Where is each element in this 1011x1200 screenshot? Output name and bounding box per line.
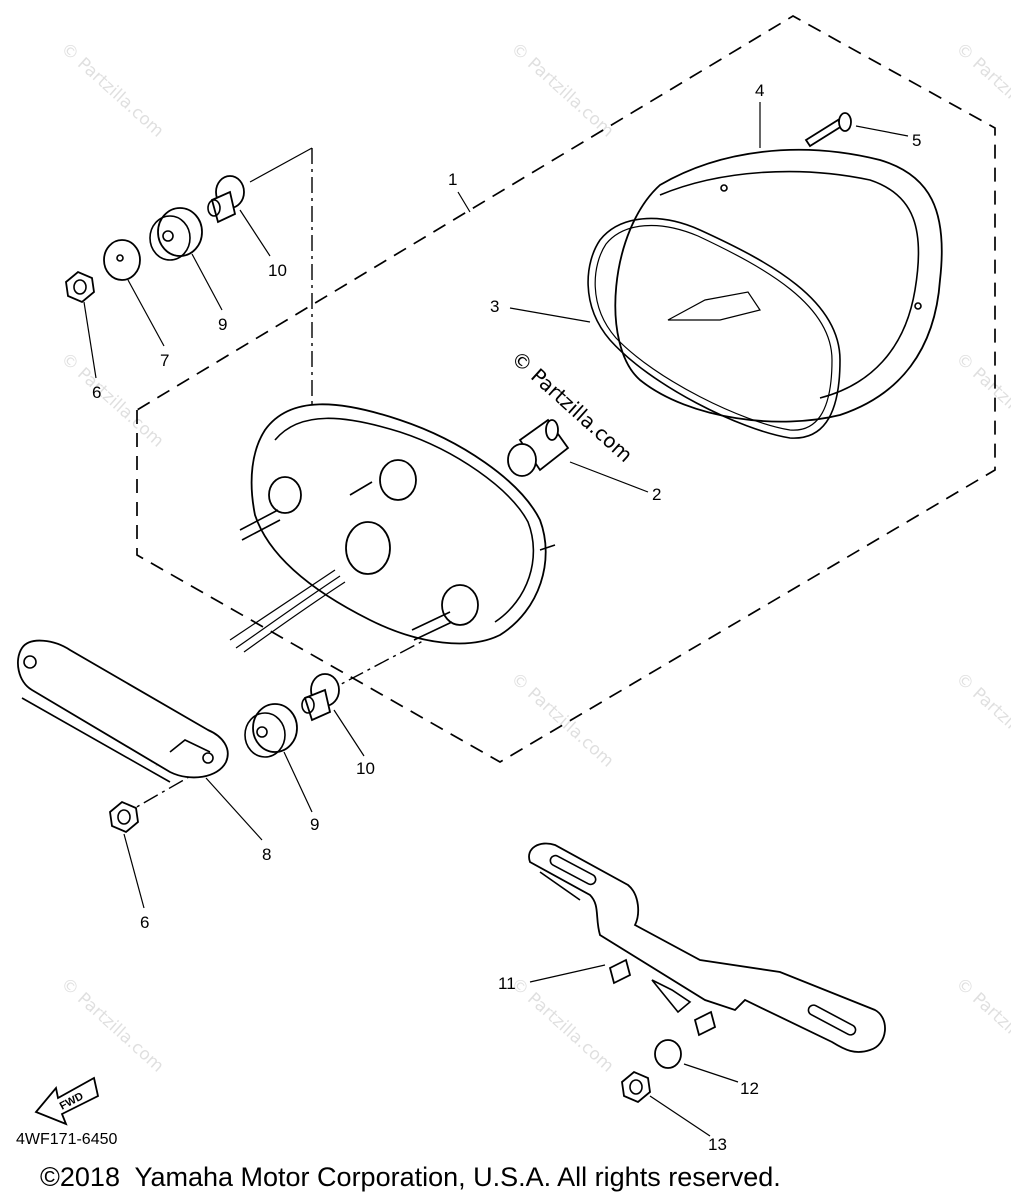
callout-3: 3 bbox=[490, 297, 499, 316]
callout-4: 4 bbox=[755, 81, 764, 100]
lens-gasket-inner bbox=[594, 224, 833, 431]
watermark: © Partzilla.com bbox=[507, 974, 618, 1077]
tail-light-lens bbox=[614, 148, 943, 423]
nut-bottom bbox=[109, 800, 139, 834]
callouts: 1 2 3 4 5 6 7 9 10 6 8 9 10 11 12 13 bbox=[92, 81, 921, 1154]
alignment-line bbox=[329, 631, 441, 691]
grommet-top bbox=[149, 207, 203, 261]
lens-screw bbox=[804, 112, 852, 148]
bulb bbox=[507, 418, 570, 477]
watermark: © Partzilla.com bbox=[952, 974, 1011, 1077]
callout-9: 9 bbox=[310, 815, 319, 834]
lens-gasket bbox=[587, 217, 841, 439]
watermark: © Partzilla.com bbox=[57, 349, 168, 452]
diagram-code: 4WF171-6450 bbox=[16, 1131, 117, 1148]
leader-lines bbox=[83, 102, 909, 1137]
license-bracket bbox=[528, 842, 886, 1053]
callout-12: 12 bbox=[740, 1079, 759, 1098]
callout-8: 8 bbox=[262, 845, 271, 864]
copyright-notice: ©2018 Yamaha Motor Corporation, U.S.A. A… bbox=[40, 1162, 781, 1192]
watermark: © Partzilla.com bbox=[57, 39, 168, 142]
callout-5: 5 bbox=[912, 131, 921, 150]
washer-12 bbox=[654, 1039, 682, 1069]
callout-10: 10 bbox=[356, 759, 375, 778]
watermark: © Partzilla.com bbox=[952, 669, 1011, 772]
fwd-arrow-icon: FWD bbox=[34, 1076, 100, 1126]
callout-6: 6 bbox=[140, 913, 149, 932]
nut-13 bbox=[621, 1070, 651, 1104]
tail-light-base bbox=[229, 403, 556, 653]
callout-2: 2 bbox=[652, 485, 661, 504]
watermark: © Partzilla.com bbox=[507, 669, 618, 772]
grommet-bottom bbox=[244, 703, 298, 758]
callout-9: 9 bbox=[218, 315, 227, 334]
callout-1: 1 bbox=[448, 170, 457, 189]
watermark: © Partzilla.com bbox=[952, 39, 1011, 142]
watermark: © Partzilla.com bbox=[952, 349, 1011, 452]
nut-top bbox=[65, 270, 95, 304]
assembly-outline bbox=[136, 15, 996, 763]
alignment-line bbox=[249, 147, 313, 183]
collar-top bbox=[207, 175, 245, 224]
watermark: © Partzilla.com bbox=[507, 39, 618, 142]
callout-11: 11 bbox=[498, 974, 516, 993]
collar-bottom bbox=[301, 673, 340, 722]
callout-10: 10 bbox=[268, 261, 287, 280]
washer-top bbox=[103, 239, 141, 281]
callout-13: 13 bbox=[708, 1135, 727, 1154]
callout-7: 7 bbox=[160, 351, 169, 370]
watermark: © Partzilla.com bbox=[57, 974, 168, 1077]
mounting-bracket bbox=[17, 639, 229, 783]
callout-6: 6 bbox=[92, 383, 101, 402]
